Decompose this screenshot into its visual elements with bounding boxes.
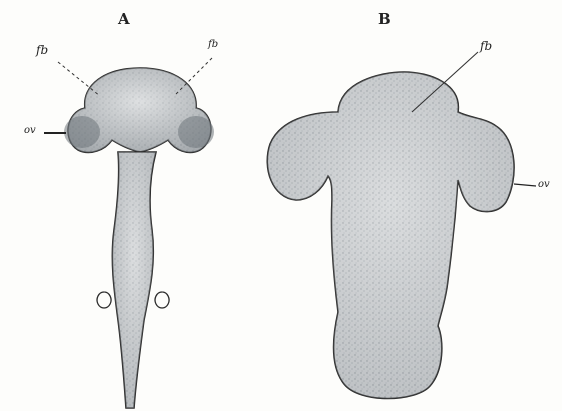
panel-a-optic-vesicle-left	[64, 116, 100, 148]
panel-a-ov-label: ov	[24, 126, 36, 136]
panel-a-embryo	[44, 58, 214, 408]
panel-b-ov-label: ov	[538, 180, 550, 190]
panel-a-otic-left	[97, 292, 111, 308]
panel-b-letter: B	[378, 12, 391, 27]
panel-a-fb-right-leader	[176, 58, 212, 94]
panel-b-fb-label: fb	[480, 40, 492, 52]
panel-b-embryo	[267, 52, 536, 399]
panel-b-ov-leader	[514, 184, 536, 186]
panel-a-letter: A	[118, 12, 130, 27]
panel-a-fb-left-label: fb	[36, 44, 48, 56]
panel-a-otic-right	[155, 292, 169, 308]
panel-a-fb-right-label: fb	[208, 40, 218, 50]
panel-a-optic-vesicle-right	[178, 116, 214, 148]
